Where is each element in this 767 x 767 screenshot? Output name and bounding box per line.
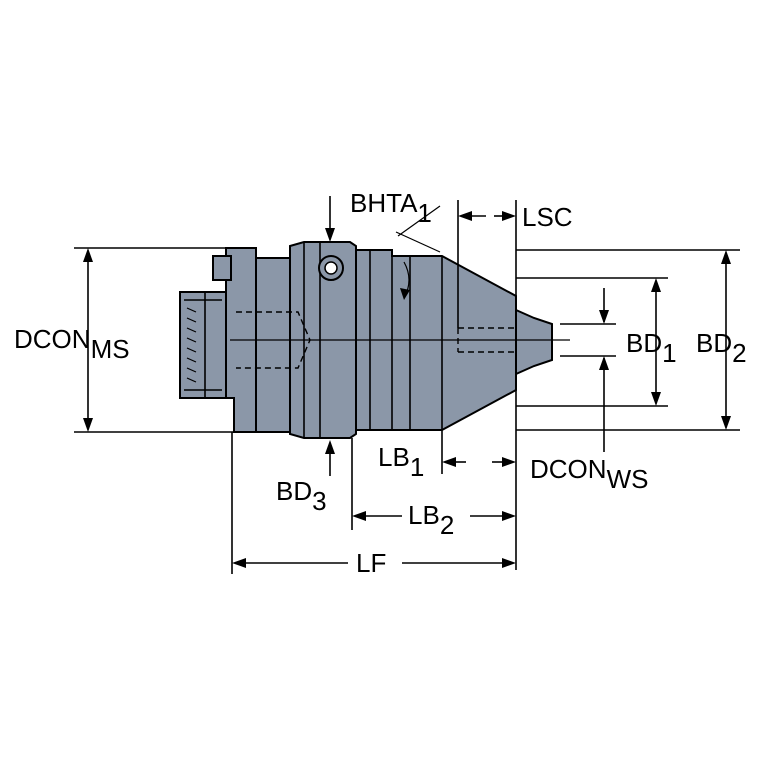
label-bd3: BD3	[276, 476, 327, 516]
body-section-1	[255, 257, 291, 433]
dimension-lines	[74, 196, 740, 574]
coupling-knurl	[186, 307, 197, 383]
drive-key	[212, 255, 232, 281]
rear-coupling	[179, 291, 227, 399]
coupling-thread	[184, 292, 222, 398]
label-dcon-ws: DCONWS	[530, 454, 648, 494]
label-bhta1: BHTA1	[350, 188, 432, 228]
dimension-labels: BHTA1 LSC DCONMS BD1 BD2 LB1 DCONWS BD3 …	[14, 188, 747, 578]
chuck-jaws	[515, 308, 553, 376]
label-bd1: BD1	[626, 328, 677, 368]
label-dcon-ms: DCONMS	[14, 324, 130, 364]
label-lsc: LSC	[522, 202, 573, 232]
label-lb2: LB2	[408, 500, 454, 540]
label-lb1: LB1	[378, 442, 424, 482]
set-screw-hole	[324, 261, 338, 275]
label-lf: LF	[356, 548, 386, 578]
label-bd2: BD2	[696, 328, 747, 368]
